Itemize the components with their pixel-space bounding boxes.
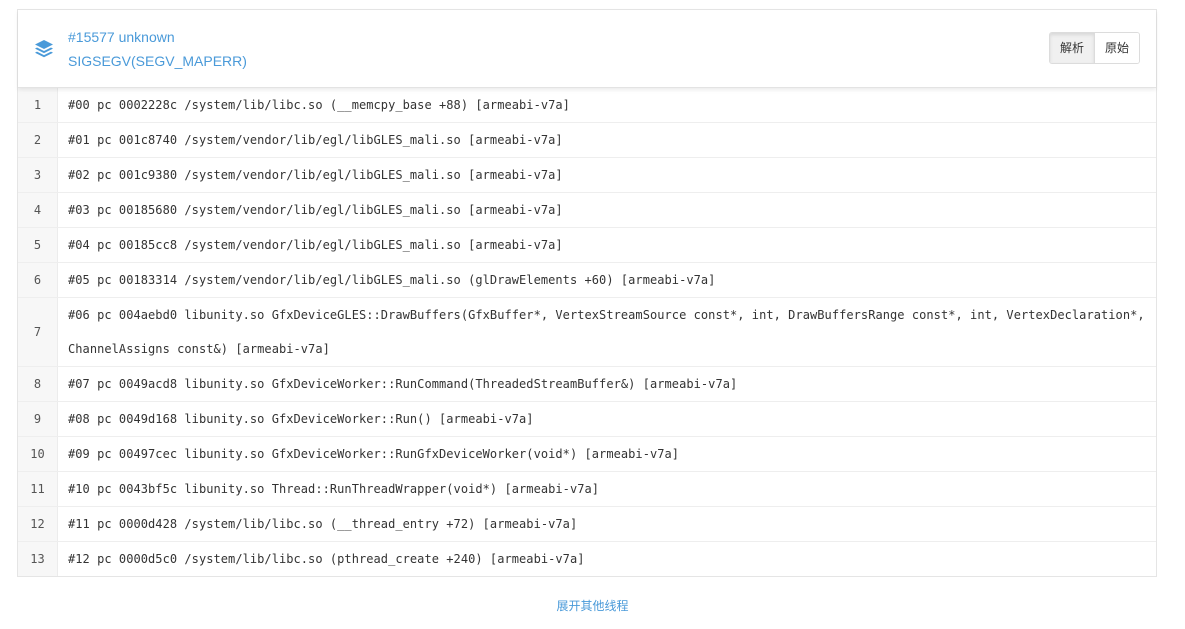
- stack-frame-text: #05 pc 00183314 /system/vendor/lib/egl/l…: [68, 273, 716, 287]
- stack-frame-row: 13 #12 pc 0000d5c0 /system/lib/libc.so (p…: [18, 542, 1156, 577]
- line-number: 4: [18, 193, 58, 227]
- stack-frame-text: #07 pc 0049acd8 libunity.so GfxDeviceWor…: [68, 377, 738, 391]
- line-number: 6: [18, 263, 58, 297]
- signal-label: SIGSEGV(SEGV_MAPERR): [68, 53, 247, 69]
- line-number: 10: [18, 437, 58, 471]
- stack-frame-row: 9 #08 pc 0049d168 libunity.so GfxDeviceWo…: [18, 402, 1156, 437]
- stack-frame-text: #09 pc 00497cec libunity.so GfxDeviceWor…: [68, 447, 680, 461]
- stack-frame-text: #03 pc 00185680 /system/vendor/lib/egl/l…: [68, 203, 563, 217]
- stack-frame-text: #10 pc 0043bf5c libunity.so Thread::RunT…: [68, 482, 600, 496]
- expand-other-threads-link[interactable]: 展开其他线程: [556, 599, 629, 613]
- crash-thread-panel: #15577 unknown SIGSEGV(SEGV_MAPERR) 解析 原…: [17, 9, 1157, 577]
- stack-frame-row: 3 #02 pc 001c9380 /system/vendor/lib/egl/…: [18, 158, 1156, 193]
- line-number: 1: [18, 88, 58, 122]
- stack-frame-row: 10 #09 pc 00497cec libunity.so GfxDeviceW…: [18, 437, 1156, 472]
- line-number: 3: [18, 158, 58, 192]
- stack-frame-row: 12 #11 pc 0000d428 /system/lib/libc.so (_…: [18, 507, 1156, 542]
- stack-frame-text: #12 pc 0000d5c0 /system/lib/libc.so (pth…: [68, 552, 585, 566]
- stack-frame-text: #00 pc 0002228c /system/lib/libc.so (__m…: [68, 98, 570, 112]
- stack-frame-text: #08 pc 0049d168 libunity.so GfxDeviceWor…: [68, 412, 534, 426]
- analyze-button[interactable]: 解析: [1049, 33, 1095, 63]
- stack-frame-row: 1 #00 pc 0002228c /system/lib/libc.so (__…: [18, 88, 1156, 123]
- stack-frame-row: 11 #10 pc 0043bf5c libunity.so Thread::Ru…: [18, 472, 1156, 507]
- stack-frame-text: #01 pc 001c8740 /system/vendor/lib/egl/l…: [68, 133, 563, 147]
- thread-title-block: #15577 unknown SIGSEGV(SEGV_MAPERR): [68, 28, 247, 70]
- line-number: 2: [18, 123, 58, 157]
- stack-frame-row: 7#06 pc 004aebd0 libunity.so GfxDeviceGL…: [18, 298, 1156, 367]
- stack-frame-list: 1 #00 pc 0002228c /system/lib/libc.so (__…: [18, 88, 1156, 577]
- layers-icon: [34, 39, 54, 59]
- stack-frame-row: 4 #03 pc 00185680 /system/vendor/lib/egl/…: [18, 193, 1156, 228]
- line-number: 5: [18, 228, 58, 262]
- thread-header: #15577 unknown SIGSEGV(SEGV_MAPERR) 解析 原…: [18, 10, 1156, 88]
- stack-frame-row: 2 #01 pc 001c8740 /system/vendor/lib/egl/…: [18, 123, 1156, 158]
- stack-frame-text: #11 pc 0000d428 /system/lib/libc.so (__t…: [68, 517, 578, 531]
- stack-frame-text: #04 pc 00185cc8 /system/vendor/lib/egl/l…: [68, 238, 563, 252]
- line-number: 12: [18, 507, 58, 541]
- line-number: 8: [18, 367, 58, 401]
- thread-title-link[interactable]: #15577 unknown: [68, 29, 175, 45]
- stack-frame-text: #02 pc 001c9380 /system/vendor/lib/egl/l…: [68, 168, 563, 182]
- stack-frame-text: #06 pc 004aebd0 libunity.so GfxDeviceGLE…: [68, 308, 1152, 356]
- stack-frame-row: 6 #05 pc 00183314 /system/vendor/lib/egl/…: [18, 263, 1156, 298]
- line-number: 9: [18, 402, 58, 436]
- line-number: 7: [18, 298, 58, 366]
- stack-frame-row: 5 #04 pc 00185cc8 /system/vendor/lib/egl/…: [18, 228, 1156, 263]
- line-number: 11: [18, 472, 58, 506]
- view-mode-toggle: 解析 原始: [1048, 32, 1140, 64]
- raw-button[interactable]: 原始: [1094, 33, 1139, 63]
- line-number: 13: [18, 542, 58, 576]
- stack-frame-row: 8 #07 pc 0049acd8 libunity.so GfxDeviceWo…: [18, 367, 1156, 402]
